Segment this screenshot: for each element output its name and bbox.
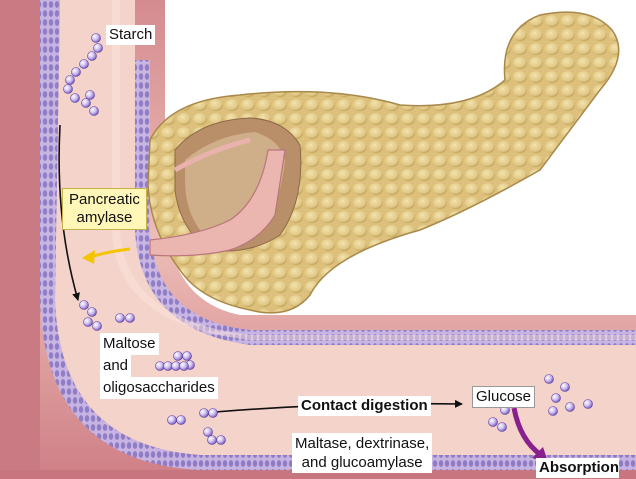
pancreas [148, 12, 619, 313]
pancreatic-amylase-label: Pancreatic amylase [62, 188, 147, 230]
maltose-line-3: oligosaccharides [100, 377, 218, 399]
glucose-label: Glucose [472, 386, 535, 408]
pancreatic-amylase-line-2: amylase [69, 209, 140, 227]
maltose-line-1: Maltose [100, 333, 159, 355]
contact-digestion-label: Contact digestion [298, 396, 431, 416]
starch-label: Starch [106, 25, 155, 45]
absorption-label: Absorption [536, 458, 619, 478]
enzymes-line-1: Maltase, dextrinase, [295, 434, 429, 453]
maltose-label: Maltose and oligosaccharides [100, 333, 218, 399]
pancreatic-amylase-line-1: Pancreatic [69, 191, 140, 209]
enzymes-label: Maltase, dextrinase, and glucoamylase [292, 433, 432, 473]
maltose-line-2: and [100, 355, 131, 377]
enzymes-line-2: and glucoamylase [295, 453, 429, 472]
